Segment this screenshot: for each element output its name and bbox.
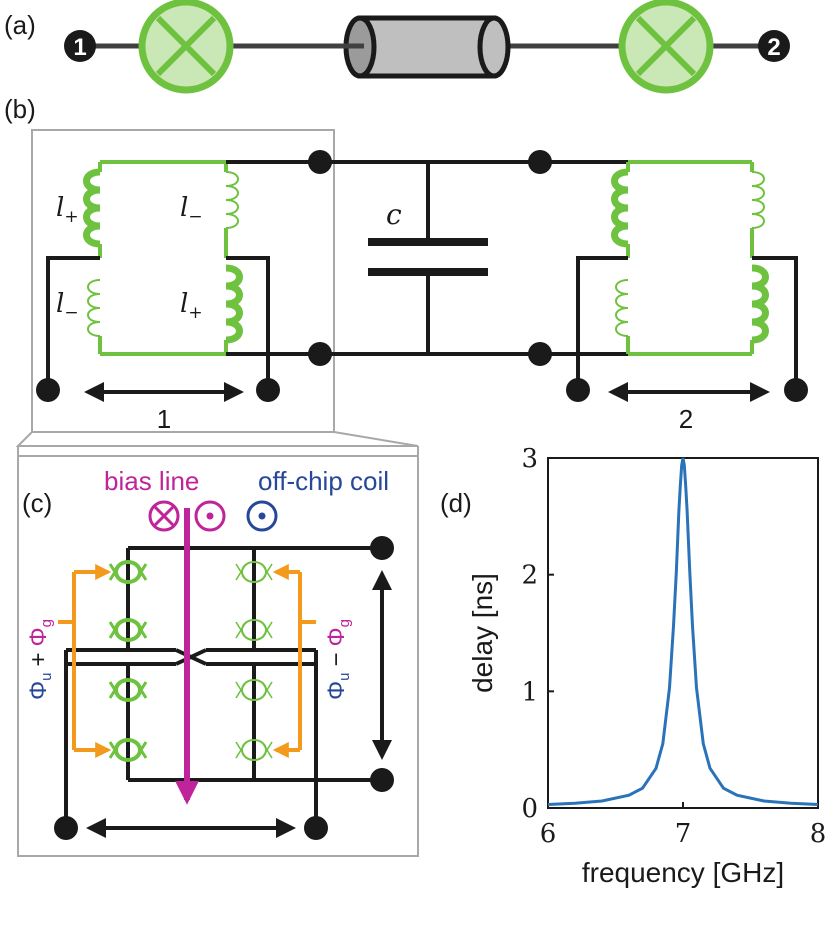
plot-frame — [547, 457, 819, 809]
right-lattice — [540, 160, 798, 384]
port-1-caption: 1 — [157, 404, 171, 434]
y-axis-label: delay [ns] — [467, 573, 498, 693]
panel-b: (b) l+ l− l− l+ — [4, 94, 808, 456]
right-inductor-thick-2 — [751, 264, 769, 344]
port-2-node — [758, 30, 790, 62]
port-2-right-terminal — [784, 378, 808, 402]
port-2-left-terminal — [566, 378, 590, 402]
squid-chain-right: ⋮ ⋮ — [235, 561, 273, 761]
c-node-bottom-left — [54, 816, 78, 840]
y-tick-label: 0 — [521, 794, 538, 824]
label-l-plus-top: l+ — [56, 193, 79, 227]
port-1-left-terminal — [36, 378, 60, 402]
flux-out-of-page-icon-magenta — [194, 500, 226, 532]
port-1-label: 1 — [73, 34, 86, 61]
inductor-plus-bottom-right — [225, 264, 243, 344]
label-capacitor: c — [386, 198, 402, 231]
capacitor — [320, 160, 540, 356]
delay-curve — [547, 457, 819, 806]
panel-label-b: (b) — [4, 94, 36, 124]
svg-text:Φu−Φg: Φu−Φg — [323, 619, 353, 700]
svg-text:⋮: ⋮ — [244, 711, 264, 733]
port-1-node — [64, 30, 96, 62]
flux-feed-left — [58, 564, 112, 758]
panel-label-d: (d) — [440, 488, 472, 518]
flux-label-right: Φu−Φg — [323, 619, 353, 700]
label-l-plus-bottom: l+ — [180, 289, 203, 323]
svg-text:⋮: ⋮ — [118, 711, 138, 733]
panel-c-frame — [17, 455, 419, 857]
junction-left-symbol — [138, 0, 234, 94]
y-tick-label: 2 — [521, 561, 538, 591]
bias-line-label: bias line — [104, 466, 199, 496]
port-2-caption: 2 — [679, 404, 693, 434]
x-tick-label: 6 — [540, 819, 557, 849]
y-ticks: 0 1 2 3 — [521, 444, 554, 824]
panel-label-a: (a) — [4, 10, 36, 40]
inductor-minus-bottom-left — [87, 279, 101, 337]
panel-label-c: (c) — [22, 488, 52, 518]
zoom-box — [31, 129, 335, 433]
panel-d-chart: (d) 0 1 2 3 6 7 8 frequency [GHz] delay [ns] — [440, 444, 826, 888]
off-chip-coil-label: off-chip coil — [258, 466, 389, 496]
y-tick-label: 3 — [521, 444, 538, 474]
c-node-bottom-right-2 — [304, 816, 328, 840]
x-tick-label: 8 — [810, 819, 827, 849]
c-node-bottom-right — [370, 768, 394, 792]
left-lattice — [46, 160, 320, 384]
flux-label-left: Φu+Φg — [25, 619, 55, 700]
svg-text:⋮: ⋮ — [118, 593, 138, 615]
port-1-right-terminal — [256, 378, 280, 402]
right-inductor-thin-1 — [615, 279, 629, 337]
node-bl — [308, 342, 332, 366]
panel-a: (a) 1 2 — [4, 0, 790, 94]
label-l-minus-top: l− — [180, 193, 203, 227]
inductor-minus-top-right — [225, 171, 239, 229]
delay-line-cylinder-symbol — [322, 15, 511, 79]
node-tl — [308, 150, 332, 174]
port-2-label: 2 — [767, 34, 780, 61]
x-ticks: 6 7 8 — [540, 458, 827, 849]
flux-feed-right — [272, 564, 316, 758]
squid-chain-left: ⋮ ⋮ — [108, 560, 148, 762]
flux-into-page-icon — [148, 500, 180, 532]
junction-right-symbol — [618, 0, 714, 94]
c-node-top-right — [370, 536, 394, 560]
y-tick-label: 1 — [521, 677, 538, 707]
svg-text:⋮: ⋮ — [244, 593, 264, 615]
x-tick-label: 7 — [675, 819, 692, 849]
panel-c: (c) bias line off-chip coil — [17, 455, 419, 857]
x-axis-label: frequency [GHz] — [582, 857, 784, 888]
label-l-minus-bottom: l− — [56, 289, 79, 323]
right-inductor-thin-2 — [751, 171, 765, 229]
inductor-plus-top-left — [83, 168, 101, 248]
zoom-lines — [15, 431, 419, 447]
flux-out-of-page-icon-blue — [246, 500, 278, 532]
right-inductor-thick-1 — [611, 168, 629, 248]
svg-text:Φu+Φg: Φu+Φg — [25, 619, 55, 700]
